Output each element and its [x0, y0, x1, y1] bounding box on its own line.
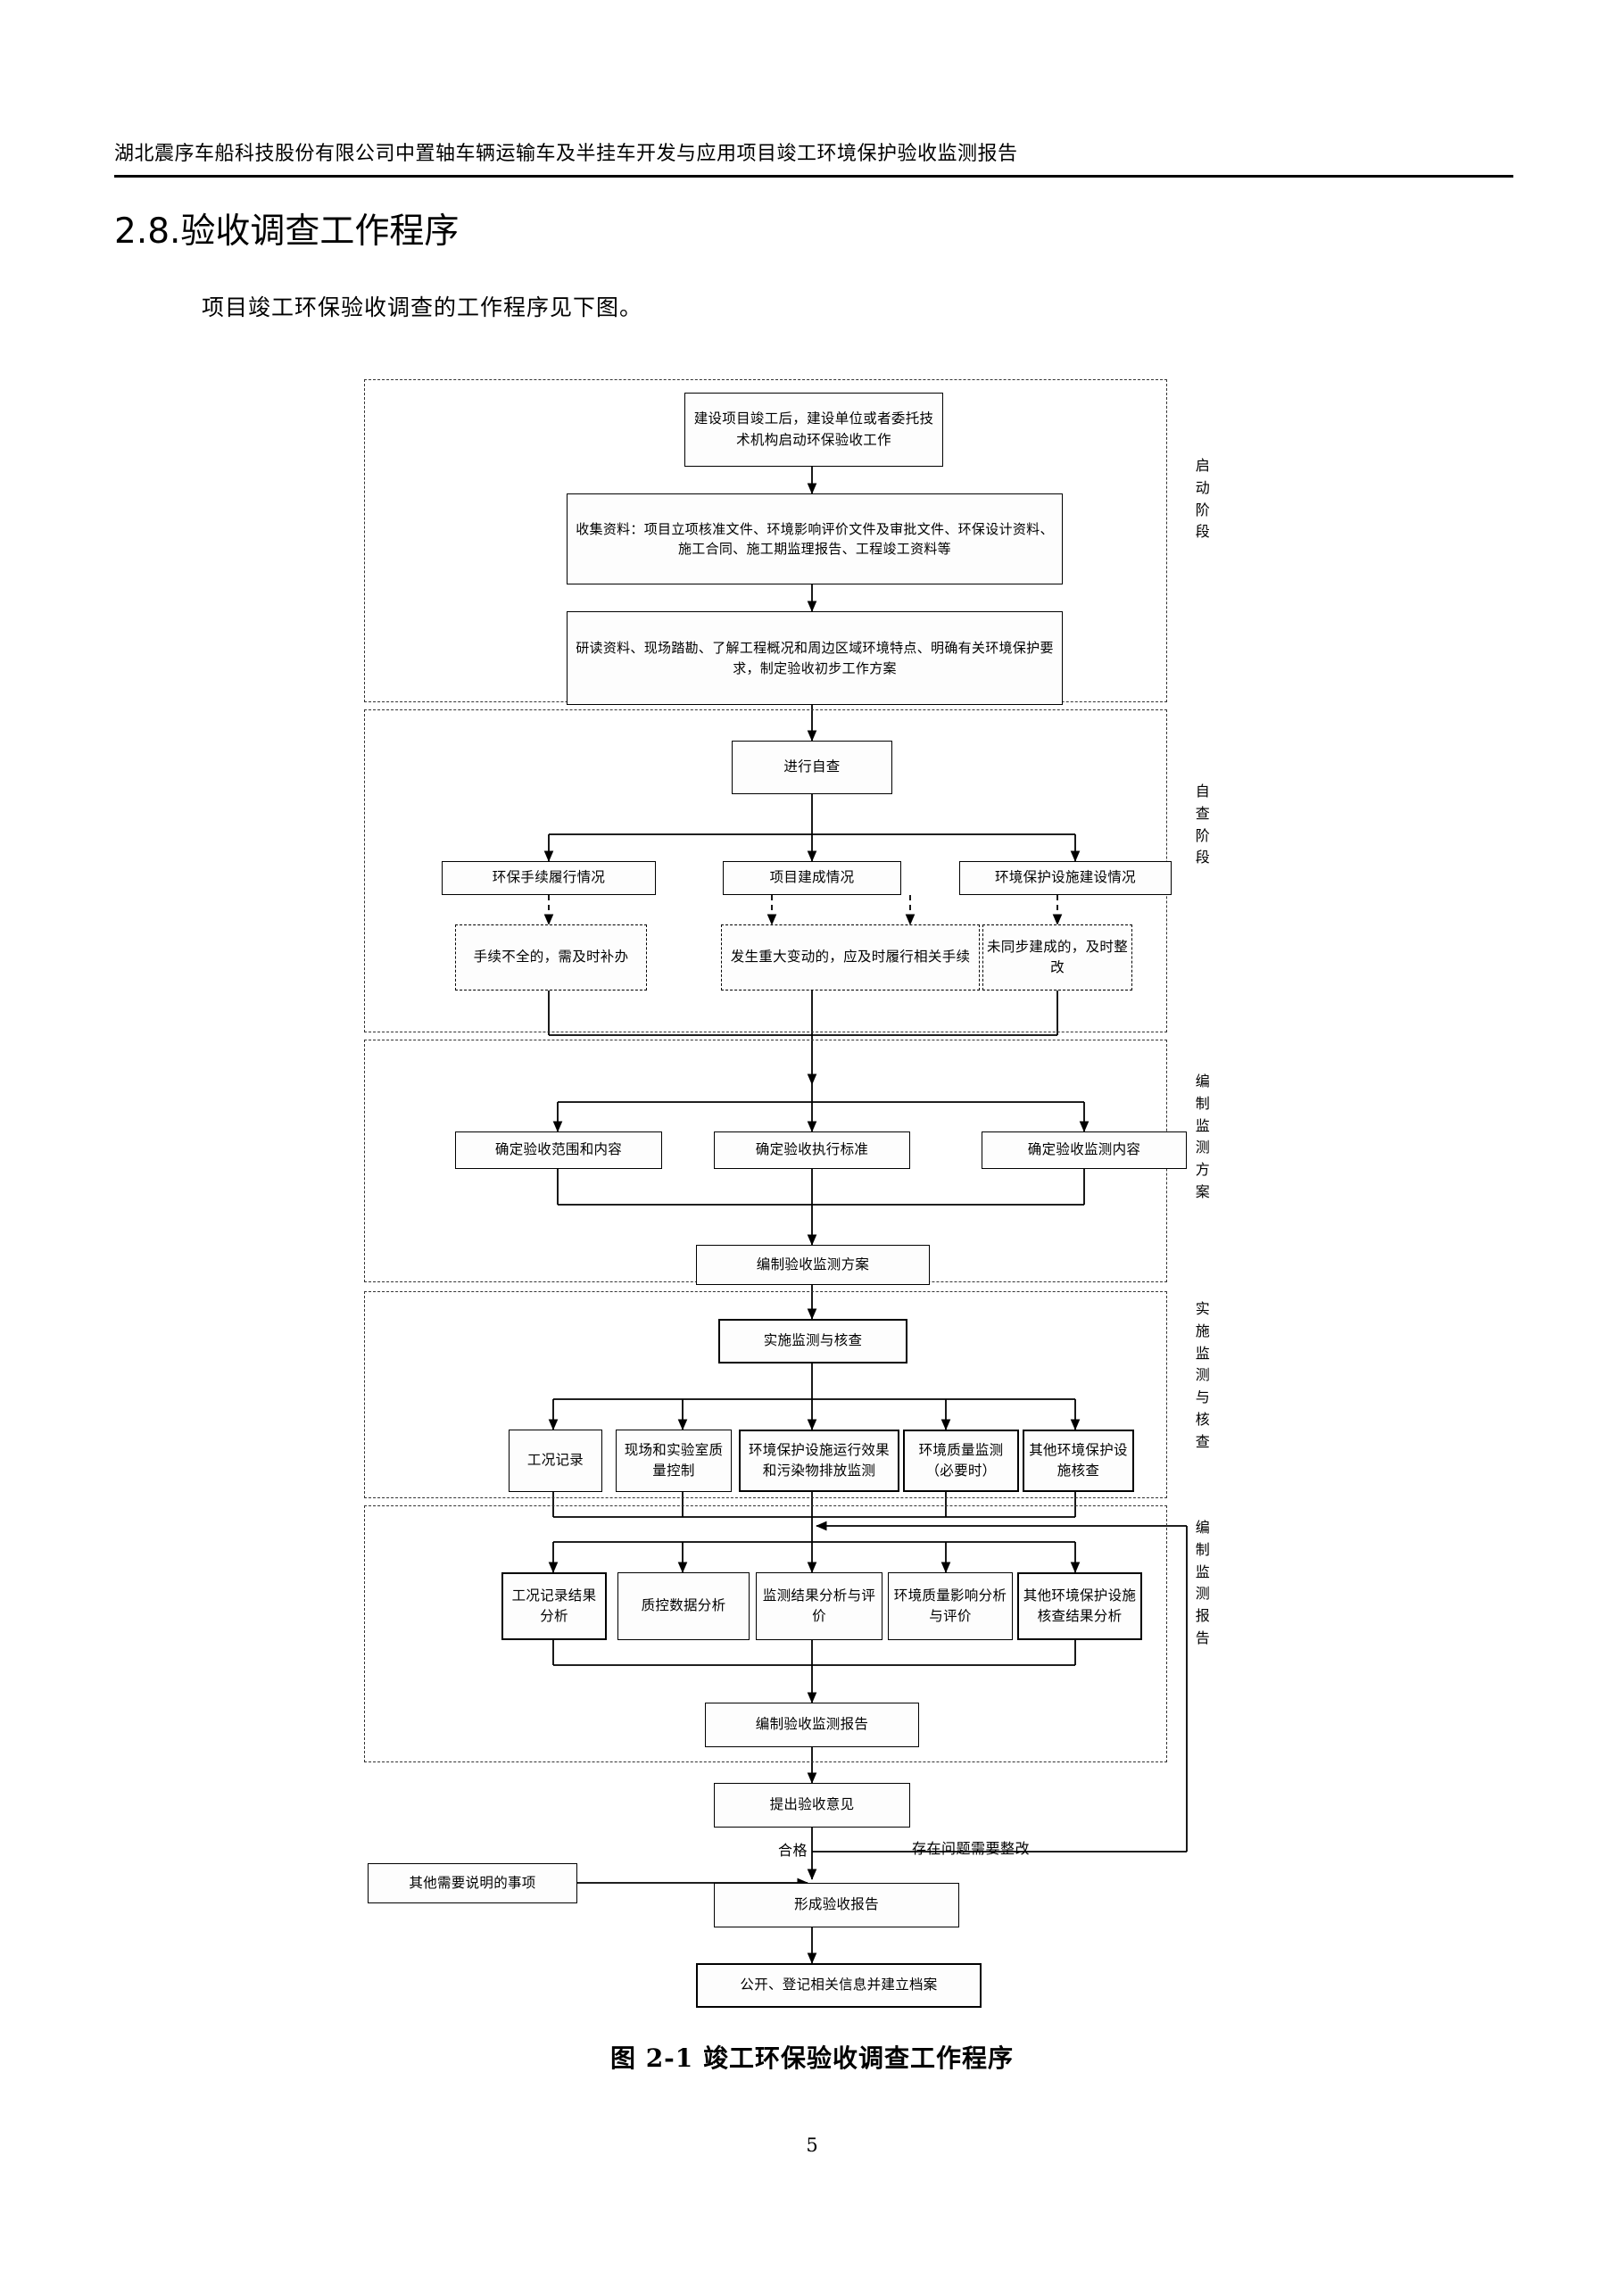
node-study-site-survey[interactable]: 研读资料、现场踏勘、了解工程概况和周边区域环境特点、明确有关环境保护要求，制定验… — [567, 611, 1063, 705]
node-other-env-facility-verification[interactable]: 其他环境保护设施核查 — [1023, 1430, 1134, 1492]
node-project-completion-status[interactable]: 项目建成情况 — [723, 861, 901, 895]
stage-label-startup: 启动阶段 — [1195, 457, 1211, 541]
node-other-facility-verification-analysis[interactable]: 其他环境保护设施核查结果分析 — [1017, 1572, 1142, 1640]
node-env-facility-construction-status[interactable]: 环境保护设施建设情况 — [959, 861, 1172, 895]
node-conduct-self-check[interactable]: 进行自查 — [732, 741, 892, 794]
node-publish-register-archive[interactable]: 公开、登记相关信息并建立档案 — [696, 1963, 982, 2008]
node-facility-effect-pollutant-monitoring[interactable]: 环境保护设施运行效果和污染物排放监测 — [739, 1430, 899, 1492]
node-operating-conditions-record[interactable]: 工况记录 — [509, 1430, 602, 1492]
node-define-standards[interactable]: 确定验收执行标准 — [714, 1131, 910, 1169]
node-start-acceptance-work[interactable]: 建设项目竣工后，建设单位或者委托技术机构启动环保验收工作 — [684, 393, 943, 467]
node-issue-acceptance-opinion[interactable]: 提出验收意见 — [714, 1783, 910, 1828]
node-other-matters[interactable]: 其他需要说明的事项 — [368, 1863, 577, 1903]
node-define-scope-content[interactable]: 确定验收范围和内容 — [455, 1131, 662, 1169]
stage-container-report — [364, 1505, 1167, 1762]
node-define-monitoring-content[interactable]: 确定验收监测内容 — [982, 1131, 1187, 1169]
stage-label-monitor: 实施监测与核查 — [1195, 1300, 1211, 1450]
header-rule — [114, 175, 1513, 178]
node-qc-data-analysis[interactable]: 质控数据分析 — [617, 1572, 750, 1640]
node-env-procedures-status[interactable]: 环保手续履行情况 — [442, 861, 656, 895]
intro-paragraph: 项目竣工环保验收调查的工作程序见下图。 — [202, 294, 643, 320]
node-monitoring-result-analysis[interactable]: 监测结果分析与评价 — [756, 1572, 882, 1640]
node-not-synchronized-rectify[interactable]: 未同步建成的，及时整改 — [982, 924, 1132, 991]
node-prepare-monitoring-report[interactable]: 编制验收监测报告 — [705, 1703, 919, 1747]
edge-label-pass: 合格 — [778, 1842, 808, 1859]
edge-label-rectify: 存在问题需要整改 — [912, 1840, 1031, 1857]
page-number: 5 — [806, 2134, 818, 2156]
node-conditions-result-analysis[interactable]: 工况记录结果分析 — [501, 1572, 607, 1640]
node-major-change-procedures[interactable]: 发生重大变动的，应及时履行相关手续 — [721, 924, 980, 991]
node-form-acceptance-report[interactable]: 形成验收报告 — [714, 1883, 959, 1927]
node-env-quality-impact-analysis[interactable]: 环境质量影响分析与评价 — [888, 1572, 1013, 1640]
running-header: 湖北震序车船科技股份有限公司中置轴车辆运输车及半挂车开发与应用项目竣工环境保护验… — [114, 143, 1018, 165]
node-prepare-monitoring-plan[interactable]: 编制验收监测方案 — [696, 1245, 930, 1285]
node-implement-monitoring-verification[interactable]: 实施监测与核查 — [718, 1319, 907, 1364]
section-title: 2.8.验收调查工作程序 — [114, 211, 460, 252]
node-site-lab-quality-control[interactable]: 现场和实验室质量控制 — [616, 1430, 732, 1492]
stage-label-plan: 编制监测方案 — [1195, 1073, 1211, 1200]
node-incomplete-procedures[interactable]: 手续不全的，需及时补办 — [455, 924, 647, 991]
node-env-quality-monitoring[interactable]: 环境质量监测（必要时） — [903, 1430, 1019, 1492]
stage-label-report: 编制监测报告 — [1195, 1519, 1211, 1646]
node-collect-materials[interactable]: 收集资料：项目立项核准文件、环境影响评价文件及审批文件、环保设计资料、施工合同、… — [567, 493, 1063, 584]
stage-container-monitor — [364, 1291, 1167, 1498]
figure-caption: 图 2-1 竣工环保验收调查工作程序 — [609, 2043, 1015, 2073]
stage-label-selfcheck: 自查阶段 — [1195, 783, 1211, 866]
